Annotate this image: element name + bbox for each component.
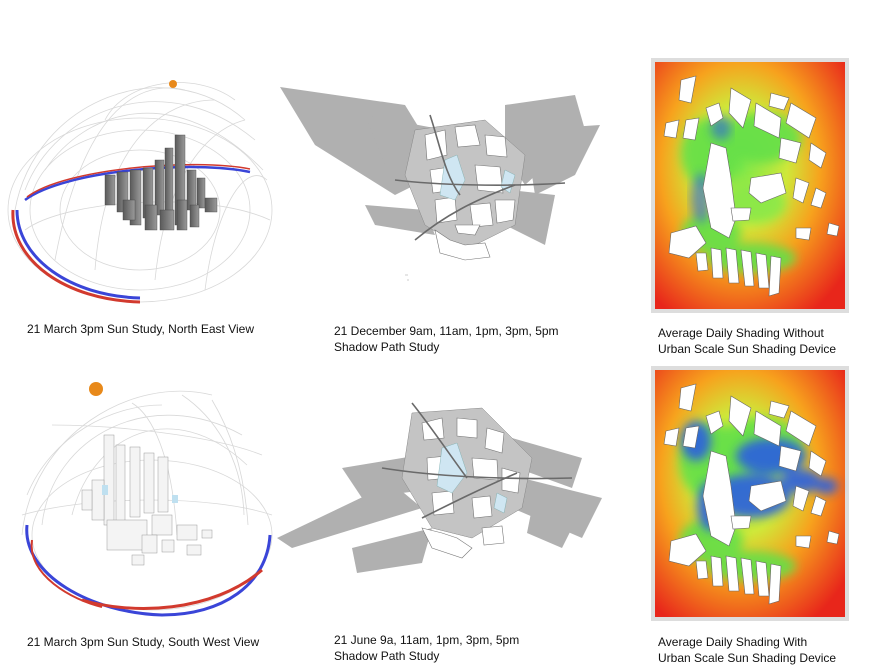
caption-shadow-jun: 21 June 9a, 11am, 1pm, 3pm, 5pm Shadow P… (334, 633, 520, 663)
caption-shade-with: Average Daily Shading With Urban Scale S… (658, 635, 837, 665)
caption-sun-sw: 21 March 3pm Sun Study, South West View (27, 635, 260, 649)
sun-study-ne-diagram (5, 60, 280, 310)
sun-icon (169, 80, 177, 88)
shadow-path-dec-diagram (275, 75, 605, 300)
caption-shade-without: Average Daily Shading Without Urban Scal… (658, 326, 837, 356)
caption-sun-ne: 21 March 3pm Sun Study, North East View (27, 322, 254, 336)
sun-study-sw-diagram (12, 375, 282, 625)
caption-shadow-dec: 21 December 9am, 11am, 1pm, 3pm, 5pm Sha… (334, 324, 559, 354)
shading-heatmap-with (651, 366, 849, 621)
sun-icon (89, 382, 103, 396)
shadow-path-jun-diagram (272, 398, 612, 608)
shading-heatmap-without (651, 58, 849, 313)
